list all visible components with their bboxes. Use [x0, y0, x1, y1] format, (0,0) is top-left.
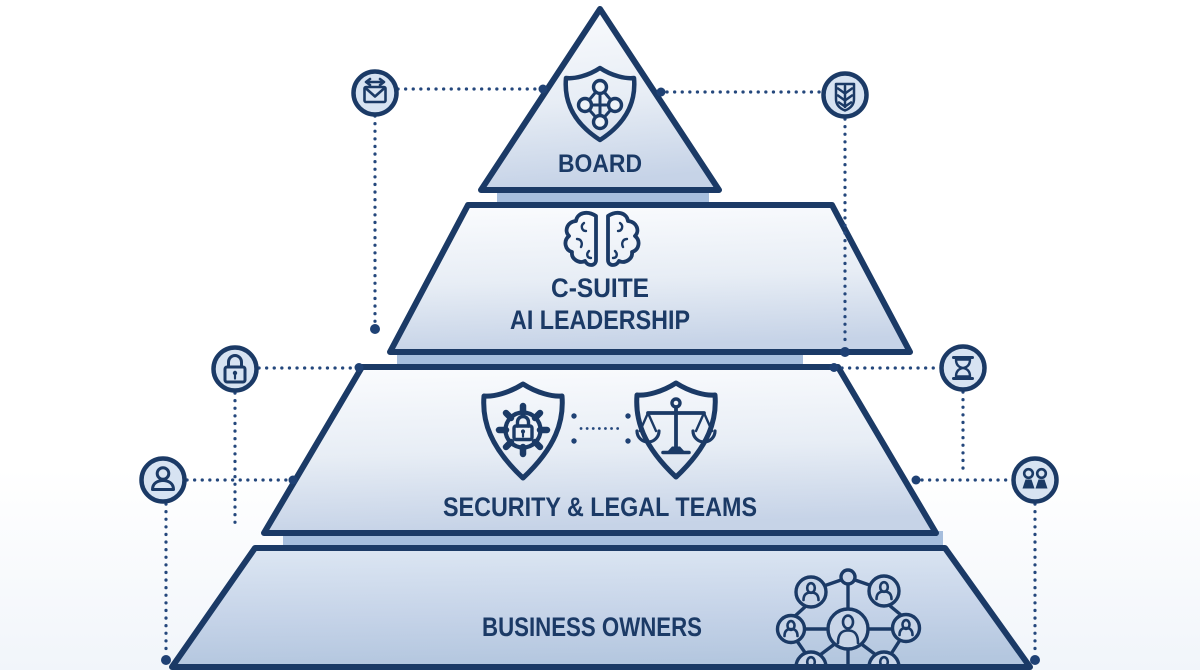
tab-connector-board-csuite: [497, 189, 709, 206]
shield-scales-icon: [634, 380, 718, 480]
dot-end: [829, 363, 839, 372]
dotted-connector-shields: [571, 413, 631, 444]
brain-icon: [563, 210, 641, 267]
level-csuite-label-line1: C-SUITE: [551, 273, 649, 303]
level-security-legal-label: SECURITY & LEGAL TEAMS: [443, 492, 757, 522]
mail-sync-icon: [351, 69, 399, 117]
level-board-label: BOARD: [558, 150, 642, 178]
dot-end: [354, 363, 364, 372]
tab-connector-csuite-security: [397, 351, 803, 368]
dot-end: [538, 84, 548, 94]
level-csuite: [387, 202, 913, 355]
dot-end: [1030, 655, 1040, 665]
wheat-shield-icon: [821, 71, 869, 119]
people-pair-icon: [1011, 456, 1059, 504]
shield-network-icon: [563, 65, 637, 143]
dot-end: [288, 475, 298, 485]
hourglass-icon: [939, 344, 987, 392]
dot-end: [161, 655, 171, 665]
padlock-icon: [211, 345, 259, 393]
dotted-connectors: [161, 84, 1040, 665]
dot-end: [840, 347, 850, 357]
dot-end: [911, 475, 921, 485]
person-icon: [139, 456, 187, 504]
level-business-label: BUSINESS OWNERS: [482, 612, 702, 642]
dot-end: [656, 87, 666, 97]
shield-gear-lock-icon: [481, 381, 565, 481]
dot-end: [370, 324, 380, 334]
level-csuite-label-line2: AI LEADERSHIP: [510, 305, 690, 335]
level-business: [169, 545, 1033, 670]
